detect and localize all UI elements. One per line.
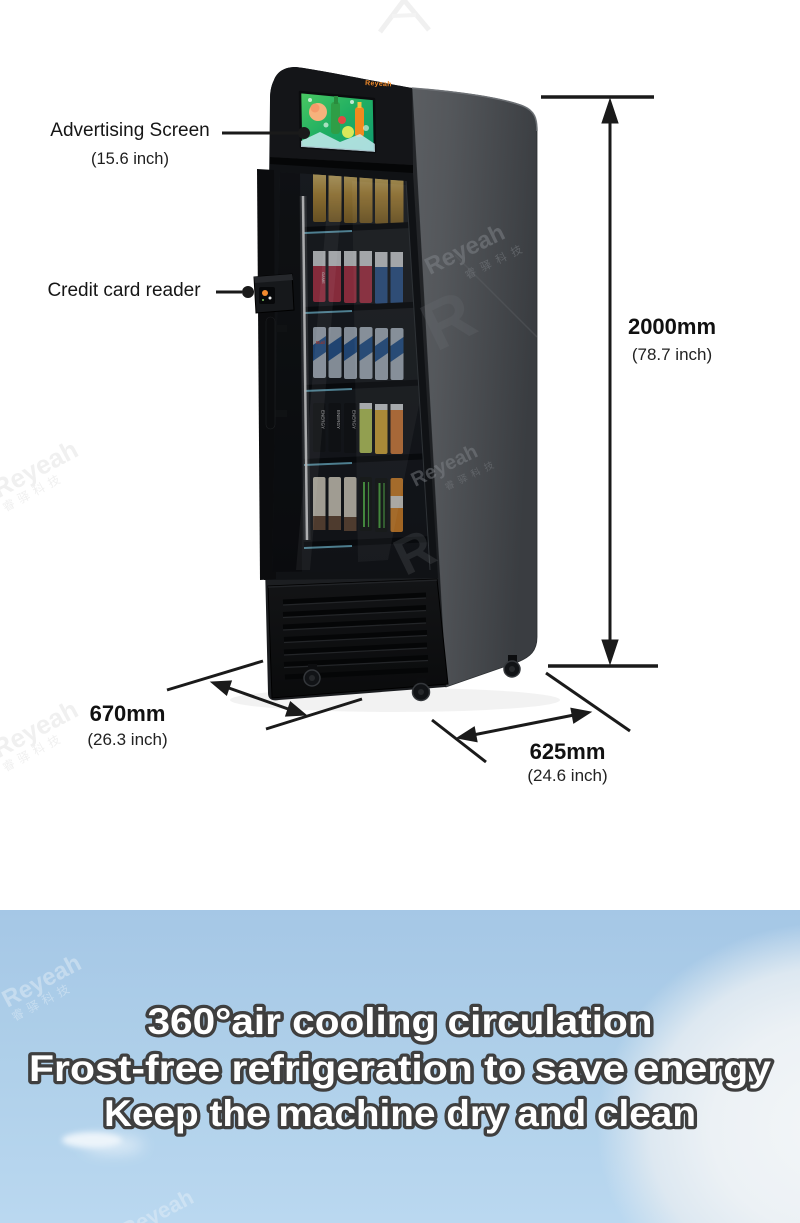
card-reader-device bbox=[253, 273, 295, 314]
glass-left-shadow bbox=[272, 172, 302, 572]
advertising-screen-size: (15.6 inch) bbox=[91, 149, 169, 168]
glass-streak bbox=[296, 175, 344, 570]
height-inches: (78.7 inch) bbox=[631, 345, 713, 364]
can-label: ENERGY bbox=[336, 410, 341, 429]
can-label: ENERGY bbox=[321, 410, 326, 429]
shelf-row-2: GAME bbox=[303, 251, 430, 314]
casters bbox=[303, 655, 521, 702]
slogan-line-3: Keep the machine dry and clean bbox=[104, 1093, 696, 1134]
glass-tint bbox=[272, 172, 430, 572]
shelf-row-3: Bud bbox=[303, 327, 430, 392]
depth-inches: (26.3 inch) bbox=[87, 730, 168, 749]
shelf-row-4: ENERGY ENERGY ENERGY bbox=[303, 403, 430, 466]
width-dimension bbox=[431, 671, 631, 764]
depth-dimension bbox=[166, 659, 363, 731]
header-separator bbox=[270, 157, 413, 174]
vending-cooler: Reyeah bbox=[253, 67, 538, 702]
slogan-text: 360°air cooling circulation Frost-free r… bbox=[26, 998, 775, 1138]
slogan-line-1: 360°air cooling circulation bbox=[148, 1001, 653, 1042]
shelf-row-5 bbox=[303, 477, 430, 549]
can-label: GAME bbox=[321, 272, 326, 284]
height-dimension bbox=[541, 95, 658, 668]
can-label: Bud bbox=[316, 340, 325, 345]
advertising-screen-callout: Advertising Screen (15.6 inch) bbox=[24, 120, 236, 169]
height-value: 2000mm bbox=[627, 314, 717, 339]
door-right-edge bbox=[405, 180, 431, 571]
glass-reflection bbox=[352, 181, 420, 562]
can-label: ENERGY bbox=[352, 410, 357, 429]
cabinet-top-edge-highlight bbox=[411, 87, 538, 132]
advertising-screen-leader bbox=[222, 127, 310, 139]
door-handle bbox=[265, 316, 287, 430]
machine-illustration: Reyeah bbox=[166, 0, 658, 764]
dimension-annotations bbox=[166, 95, 658, 764]
watermark-logo-line bbox=[454, 254, 538, 338]
brand-logo: Reyeah bbox=[365, 80, 392, 88]
card-reader-leader bbox=[216, 286, 254, 298]
card-reader-callout: Credit card reader bbox=[24, 280, 224, 302]
slogan-line-2: Frost-free refrigeration to save energy bbox=[29, 1048, 771, 1089]
width-inches: (24.6 inch) bbox=[527, 766, 608, 785]
width-value: 625mm bbox=[529, 739, 606, 764]
led-strip bbox=[301, 195, 309, 541]
card-reader-label: Credit card reader bbox=[47, 280, 201, 301]
depth-value: 670mm bbox=[89, 701, 166, 726]
watermark-logo-top bbox=[378, 0, 431, 34]
interior-shelves: GAME Bud bbox=[272, 172, 430, 572]
screen-beverage-artwork bbox=[301, 96, 375, 152]
advertising-screen bbox=[298, 90, 377, 154]
advertising-screen-label: Advertising Screen bbox=[50, 120, 210, 141]
cloud-graphic bbox=[62, 1132, 122, 1148]
